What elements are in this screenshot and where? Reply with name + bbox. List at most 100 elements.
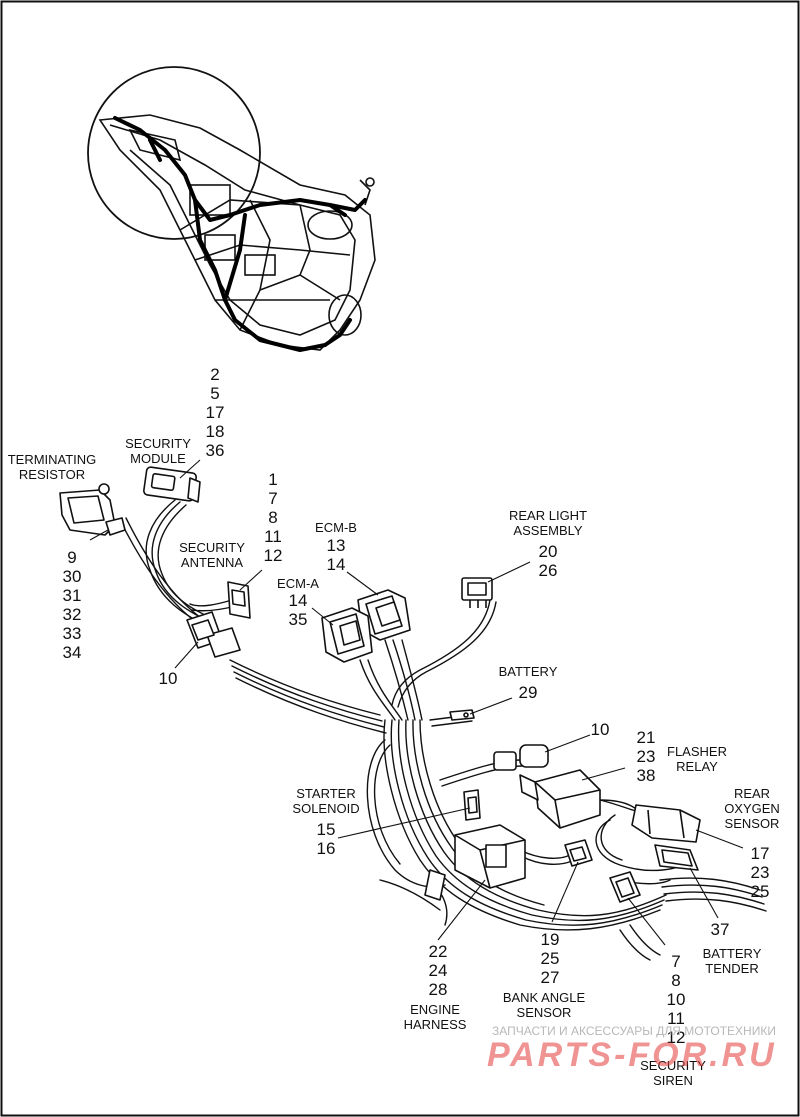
bank-angle-sensor-part xyxy=(564,839,593,867)
label-line: SOLENOID xyxy=(292,801,360,816)
leader-ecm-b xyxy=(346,571,379,596)
callout-number: 19 xyxy=(540,930,560,949)
frame-harness xyxy=(113,116,367,352)
callout-number: 11 xyxy=(264,527,282,546)
leader-terminating-resistor xyxy=(89,529,109,541)
label-line: TERMINATING xyxy=(7,452,97,467)
callout-number: 34 xyxy=(62,643,82,662)
leader-battery xyxy=(469,697,513,715)
label-line: SIREN xyxy=(653,1073,693,1088)
terminating-resistor-part xyxy=(59,483,126,536)
label-line: BANK ANGLE xyxy=(502,990,586,1005)
label-line: TENDER xyxy=(705,961,759,976)
label-line: SENSOR xyxy=(724,816,780,831)
label-line: SENSOR xyxy=(516,1005,572,1020)
callout-number: 8 xyxy=(671,971,681,990)
engine-harness-block xyxy=(454,824,526,889)
leader-engine-harness xyxy=(437,879,486,941)
callout-number: 10 xyxy=(590,720,610,739)
label-rear-light-assembly: REAR LIGHT ASSEMBLY xyxy=(509,508,587,538)
label-line: OXYGEN xyxy=(724,801,780,816)
callout-inline-connector: 10 xyxy=(159,669,178,688)
callout-number: 35 xyxy=(288,610,308,629)
callout-number: 26 xyxy=(538,561,558,580)
callout-number: 25 xyxy=(750,882,770,901)
rear-light-connector xyxy=(461,577,493,608)
label-line: ENGINE xyxy=(410,1002,460,1017)
watermark-tagline: ЗАПЧАСТИ И АКСЕССУАРЫ ДЛЯ МОТОТЕХНИКИ xyxy=(492,1024,776,1038)
callout-number: 32 xyxy=(62,605,82,624)
leader-starter-solenoid xyxy=(337,807,471,839)
starter-solenoid-connector xyxy=(463,789,481,821)
label-line: MODULE xyxy=(130,451,186,466)
callout-number: 7 xyxy=(268,489,278,508)
leader-security-siren xyxy=(627,897,666,946)
callout-number: 33 xyxy=(62,624,82,643)
label-flasher-relay: FLASHER RELAY xyxy=(667,744,727,774)
callout-number: 36 xyxy=(205,441,225,460)
label-battery-tender: BATTERY TENDER xyxy=(703,946,762,976)
label-battery: BATTERY xyxy=(498,664,558,679)
label-engine-harness: ENGINE HARNESS xyxy=(404,1002,467,1032)
callout-number: 8 xyxy=(268,508,278,527)
callout-number: 23 xyxy=(636,747,656,766)
leader-ecm-a xyxy=(311,607,334,626)
callout-number: 31 xyxy=(62,586,82,605)
callout-number: 9 xyxy=(67,548,77,567)
label-security-siren: SECURITY SIREN xyxy=(640,1058,706,1088)
callout-number: 38 xyxy=(636,766,656,785)
label-line: HARNESS xyxy=(403,1017,467,1032)
rear-oxygen-sensor-part xyxy=(631,804,701,843)
callout-number: 11 xyxy=(667,1009,685,1028)
ecm-b-connector xyxy=(357,589,411,641)
leader-security-module xyxy=(179,459,201,479)
callout-number: 17 xyxy=(205,403,225,422)
engine-stub xyxy=(424,869,446,901)
callout-battery: 29 xyxy=(519,683,538,702)
leader-bank-angle xyxy=(551,861,579,923)
leader-battery-tender xyxy=(689,867,719,919)
components xyxy=(59,466,701,903)
label-line: ASSEMBLY xyxy=(513,523,583,538)
callout-number: 16 xyxy=(316,839,336,858)
harness-wires xyxy=(119,499,767,961)
label-ecm-a: ECM-A xyxy=(277,576,319,591)
leader-inline-connector xyxy=(174,641,199,669)
label-ecm-b: ECM-B xyxy=(315,520,357,535)
watermark-logo: PARTS-FOR.RU xyxy=(487,1036,774,1074)
callout-number: 30 xyxy=(62,567,82,586)
leader-lines xyxy=(89,459,744,946)
callout-number: 10 xyxy=(666,990,686,1009)
battery-tender-part xyxy=(654,844,699,871)
callout-number: 2 xyxy=(210,365,220,384)
callout-number: 14 xyxy=(326,555,346,574)
label-line: SECURITY xyxy=(640,1058,706,1073)
label-line: STARTER xyxy=(296,786,356,801)
security-siren-part xyxy=(609,871,641,903)
label-security-antenna: SECURITY ANTENNA xyxy=(179,540,245,570)
fuse-holder-part xyxy=(493,744,549,771)
label-terminating-resistor: TERMINATING RESISTOR xyxy=(8,452,97,482)
callout-number: 29 xyxy=(518,683,538,702)
callout-number: 18 xyxy=(205,422,225,441)
security-module-connector xyxy=(143,466,201,503)
callout-number: 20 xyxy=(538,542,558,561)
leader-flasher-relay xyxy=(581,767,626,781)
callout-number: 27 xyxy=(540,968,560,987)
label-rear-oxygen-sensor: REAR OXYGEN SENSOR xyxy=(724,786,780,831)
security-antenna-part xyxy=(227,581,251,619)
callout-number: 7 xyxy=(671,952,681,971)
label-line: RESISTOR xyxy=(18,467,86,482)
callout-number: 25 xyxy=(540,949,560,968)
flasher-relay-part xyxy=(519,769,601,829)
